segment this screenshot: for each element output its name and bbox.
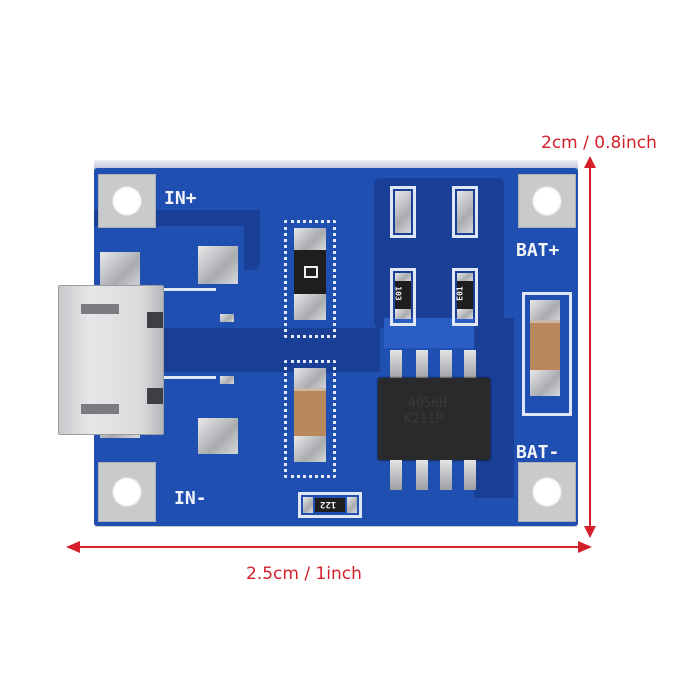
chip-pin [416,350,428,380]
solder-pad [457,309,473,319]
marking-square-icon [304,266,318,278]
resistor-r3 [294,250,326,294]
label-in-plus: IN+ [164,188,197,209]
small-pad [220,314,234,322]
solder-pad [294,436,326,462]
chip-pin [390,460,402,490]
arrow-down-icon [584,526,596,538]
resistor-outline: 103 [390,268,416,326]
component-outline [522,292,572,416]
mount-hole-icon [112,186,142,216]
resistor-outline: E01 [452,268,478,326]
chip-marking-1: 4056H [408,396,448,411]
arrow-left-icon [66,541,80,553]
mount-pad-bottom-left [98,462,156,522]
solder-pad [395,309,411,319]
tp4056-chip: 4056H K211P [378,378,490,460]
resistor-r1: 103 [393,281,411,309]
label-bat-plus: BAT+ [516,240,560,261]
usb-slot-icon [81,304,119,314]
resistor-marking: 122 [320,499,337,509]
usb-tab [147,388,163,404]
solder-pad [303,497,313,513]
chip-pin [440,350,452,380]
mount-pad-top-right [518,174,576,228]
chip-pin [440,460,452,490]
solder-pad [294,228,326,250]
usb-tab [147,312,163,328]
chip-marking-2: K211P [404,412,444,427]
led-blue [457,191,473,233]
height-dimension-line [589,160,591,534]
trace [244,210,260,270]
chip-pin [464,460,476,490]
led-outline [452,186,478,238]
solder-pad [294,368,326,390]
input-pad-minus [198,418,238,454]
resistor-r2: E01 [455,281,473,309]
usb-shield-pad [100,252,140,290]
component-outline [284,220,336,338]
silk-line [146,288,216,291]
arrow-up-icon [584,156,596,168]
resistor-outline: 122 [298,492,362,518]
resistor-marking: E01 [455,286,465,301]
label-in-minus: IN- [174,488,207,509]
led-outline [390,186,416,238]
mount-pad-top-left [98,174,156,228]
mount-hole-icon [532,186,562,216]
height-dimension-label: 2cm / 0.8inch [541,133,657,153]
width-dimension-label: 2.5cm / 1inch [246,564,362,584]
chip-pin [464,350,476,380]
input-pad-plus [198,246,238,284]
width-dimension-line [72,546,588,548]
tp4056-chip-assembly: 4056H K211P [378,348,490,494]
mount-hole-icon [112,477,142,507]
label-bat-minus: BAT- [516,442,560,463]
chip-pin [390,350,402,380]
resistor-marking: 103 [393,286,403,301]
capacitor-c1 [294,388,326,442]
micro-usb-connector [58,285,164,435]
solder-pad [457,273,473,281]
trace [160,328,380,372]
component-outline [284,360,336,478]
solder-pad [530,300,560,322]
mount-pad-bottom-right [518,462,576,522]
led-red [395,191,411,233]
solder-pad [294,294,326,320]
arrow-right-icon [578,541,592,553]
usb-slot-icon [81,404,119,414]
solder-pad [530,370,560,396]
solder-pad [395,273,411,281]
pcb-board: IN+ IN- BAT+ BAT- 103 E01 [94,168,578,526]
chip-pin [416,460,428,490]
capacitor-c2 [530,320,560,376]
small-pad [220,376,234,384]
silk-line [146,376,216,379]
resistor-prog: 122 [315,498,345,512]
mount-hole-icon [532,477,562,507]
pcb-top-edge [94,160,578,170]
solder-pad [347,497,357,513]
